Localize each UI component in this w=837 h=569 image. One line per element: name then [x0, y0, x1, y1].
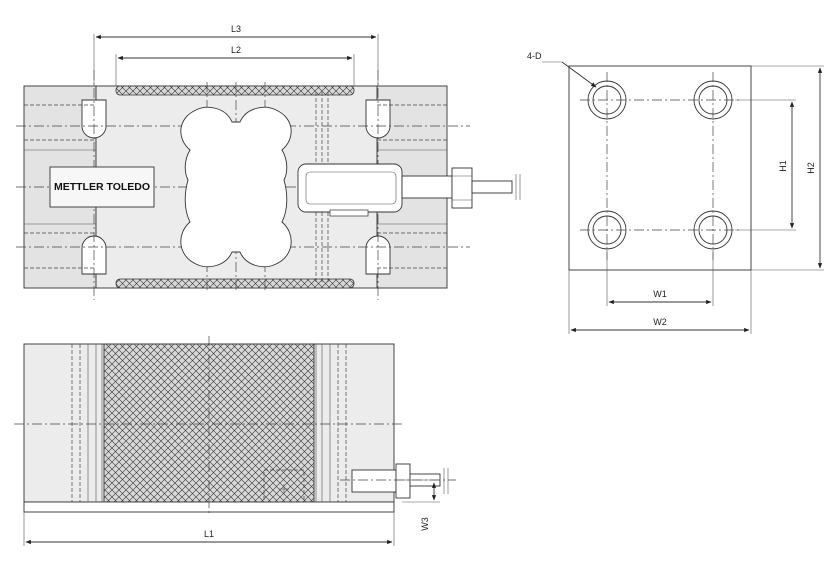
brand-label: METTLER TOLEDO — [54, 181, 150, 193]
binocular-bore — [180, 106, 292, 268]
brand-plate — [49, 166, 155, 208]
gauge-zone-lines — [315, 92, 329, 282]
dim-w3: W3 — [402, 479, 440, 531]
side-view: W3 L1 — [14, 336, 456, 546]
holes-callout-label: 4-D — [527, 51, 542, 61]
dim-h2: H2 — [751, 65, 824, 271]
top-hatched-strip — [115, 85, 355, 96]
dim-w3-label: W3 — [420, 517, 430, 531]
mount-hidden-lines — [24, 104, 447, 269]
dim-w2: W2 — [568, 270, 752, 334]
dim-h1-label: H1 — [778, 160, 788, 172]
dim-l3-label: L3 — [231, 24, 241, 34]
holes-callout: 4-D — [527, 51, 597, 88]
cable-gland — [297, 163, 521, 217]
plate-view: 4-D W1 W2 H1 H2 — [527, 51, 824, 334]
side-hidden-lines — [14, 336, 404, 514]
dim-l1: L1 — [23, 512, 395, 546]
top-view: METTLER TOLEDO L3 L2 — [16, 24, 521, 300]
dim-h2-label: H2 — [806, 162, 816, 174]
dim-l2: L2 — [115, 45, 355, 86]
dim-l1-label: L1 — [204, 529, 214, 539]
dim-w2-label: W2 — [653, 317, 667, 327]
dim-l3: L3 — [93, 24, 379, 86]
plate-holes — [580, 72, 740, 260]
dim-h1: H1 — [735, 99, 796, 231]
dim-w1: W1 — [606, 250, 714, 306]
dim-l2-label: L2 — [231, 45, 241, 55]
dim-w1-label: W1 — [653, 289, 667, 299]
bottom-hatched-strip — [115, 278, 355, 289]
